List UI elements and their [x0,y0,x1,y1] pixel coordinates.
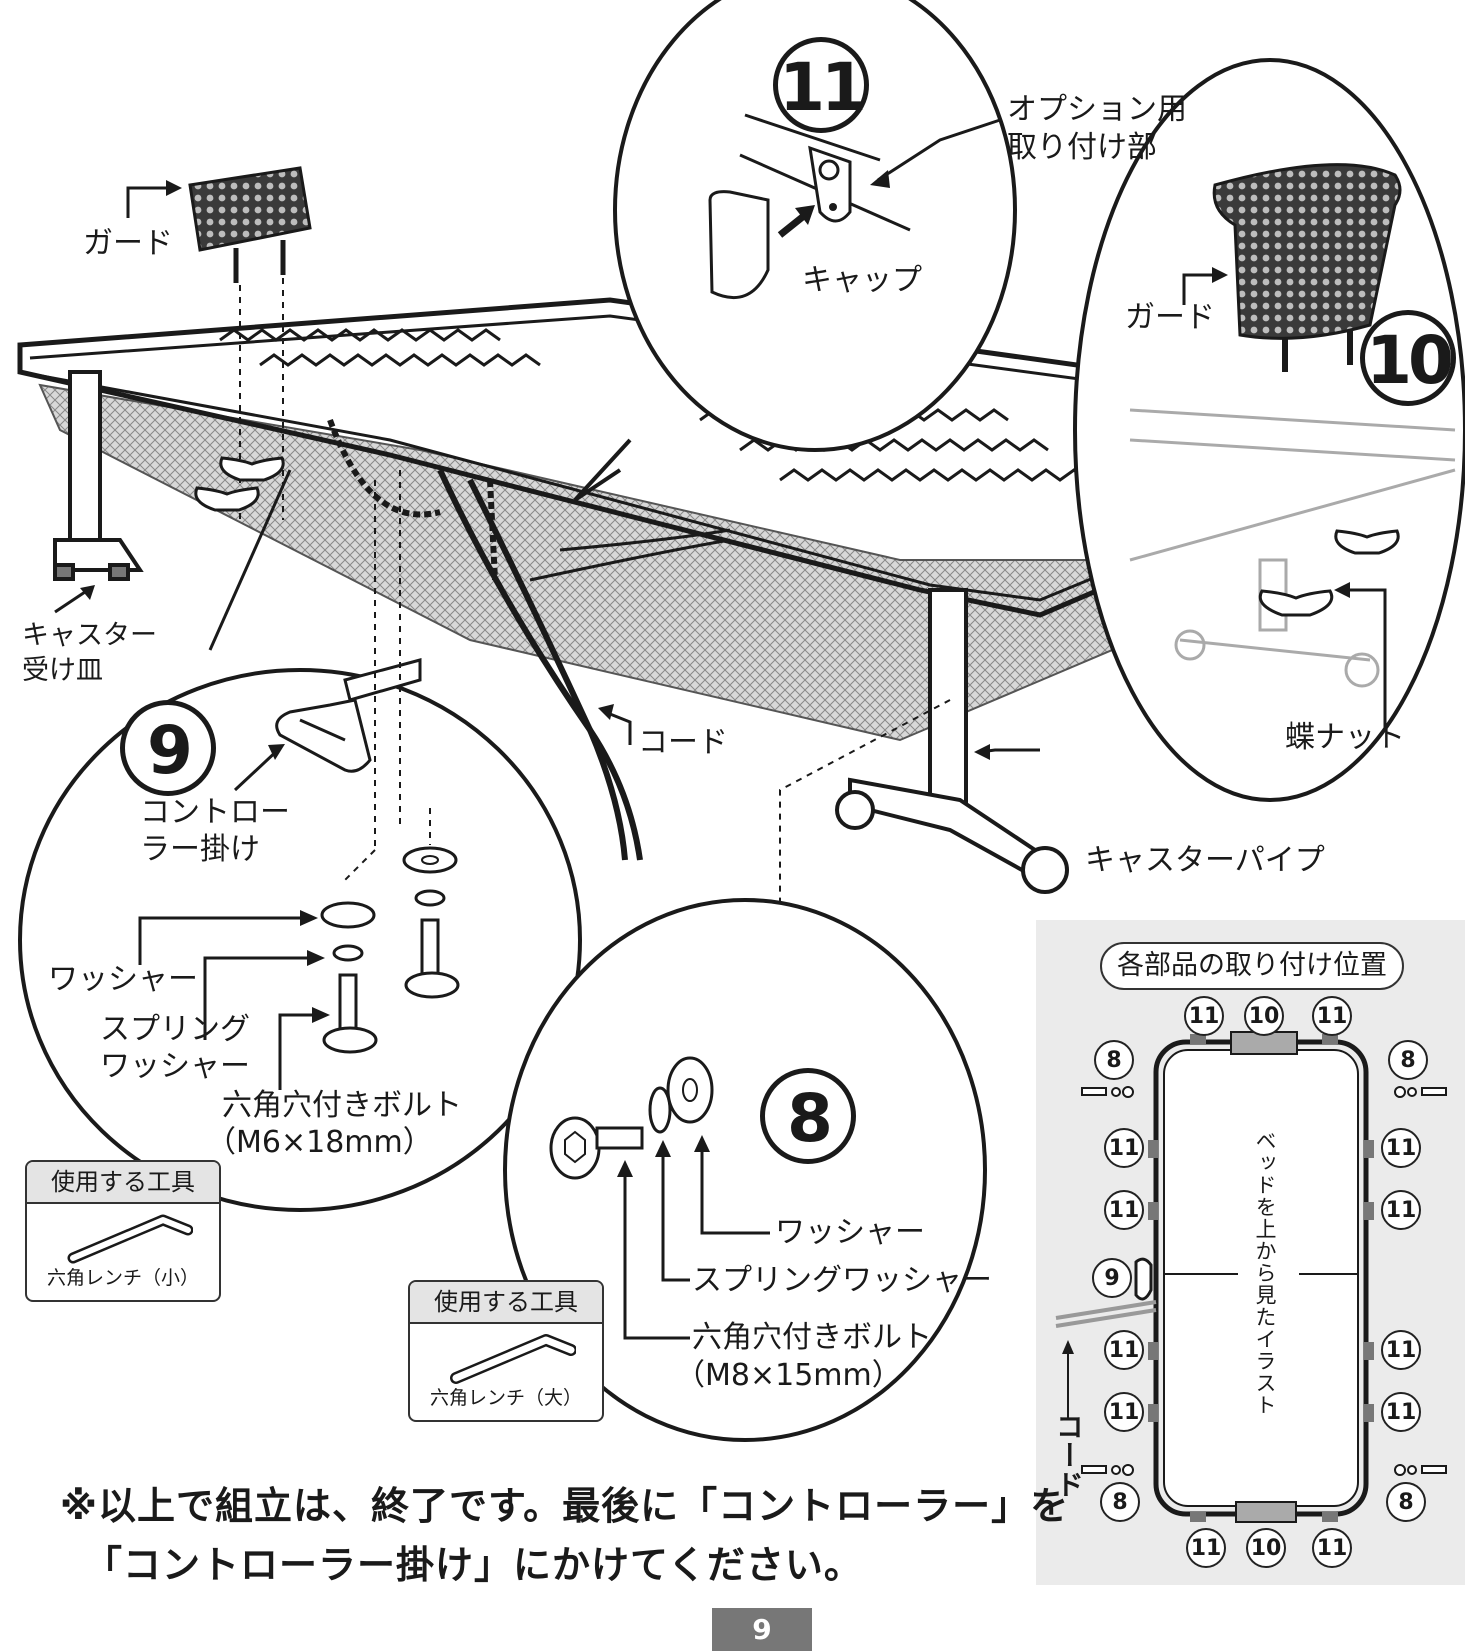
marker-bottom-right-11: 11 [1312,1528,1352,1568]
closing-note-line-2: 「コントローラー掛け」にかけてください。 [84,1542,863,1587]
guard-right-label: ガード [1125,300,1215,335]
marker-right-11-d: 11 [1381,1392,1421,1432]
step8-bolt-label-1: 六角穴付きボルト [692,1320,932,1355]
marker-left-8-top: 8 [1094,1040,1134,1080]
wing-nuts-left [194,456,285,512]
spring-slats [219,328,1089,482]
step9-bolt-label-1: 六角穴付きボルト [222,1088,462,1123]
closing-note-line-1: ※以上で組立は、終了です。最後に「コントローラー」を [60,1484,1070,1528]
marker-top-10: 10 [1244,996,1284,1036]
marker-left-11-a: 11 [1104,1128,1144,1168]
hex-wrench-large-icon [450,1334,576,1384]
step8-bolt-label-2: （M8×15mm） [675,1358,902,1393]
legs [53,370,1069,894]
tool-box-large-caption: 六角レンチ（大） [429,1387,582,1409]
option-mount-label-1: オプション用 [1007,92,1187,127]
step10-detail [1073,58,1465,802]
step9-spring-washer-label-2: ワッシャー [100,1049,250,1084]
step-10-badge: 10 [1360,310,1456,406]
chain-and-cord [327,418,731,861]
marker-left-8-bottom: 8 [1100,1482,1140,1522]
tool-box-small: 使用する工具 六角レンチ（小） [25,1160,221,1302]
step-8-badge: 8 [760,1068,856,1164]
marker-left-11-d: 11 [1104,1392,1144,1432]
step9-washer-label: ワッシャー [48,962,198,997]
step9-spring-washer-label-1: スプリング [100,1012,250,1047]
controller-hook-label-1: コントロー [140,795,290,830]
marker-top-left-11: 11 [1184,996,1224,1036]
step-11-badge: 11 [773,37,869,133]
marker-right-11-b: 11 [1381,1190,1421,1230]
marker-left-11-c: 11 [1104,1330,1144,1370]
step9-detail [18,469,582,1212]
closing-note: ※以上で組立は、終了です。最後に「コントローラー」を 「コントローラー掛け」にか… [60,1477,1069,1595]
cord-label: コード [638,725,728,760]
step9-bolt-label-2: （M6×18mm） [206,1125,433,1160]
marker-left-9: 9 [1092,1258,1132,1298]
tool-box-small-caption: 六角レンチ（小） [46,1267,199,1289]
marker-bottom-left-11: 11 [1186,1528,1226,1568]
step8-spring-washer-label: スプリングワッシャー [692,1263,992,1298]
top-view-caption: ベッドを上から見たイラスト [1253,1130,1277,1416]
controller-hook-label-2: ラー掛け [140,832,260,867]
marker-right-8-top: 8 [1388,1040,1428,1080]
marker-right-11-c: 11 [1381,1330,1421,1370]
cap-label: キャップ [802,263,922,298]
tool-box-large-title: 使用する工具 [410,1282,602,1324]
tool-box-small-title: 使用する工具 [27,1162,219,1204]
option-mount-label-2: 取り付け部 [1007,130,1157,165]
guard-left-part [188,166,312,525]
panel-cord-label: コード [1052,1412,1085,1499]
tool-box-large: 使用する工具 六角レンチ（大） [408,1280,604,1422]
bed-top-view [1055,1031,1447,1523]
step11-detail [573,0,1017,502]
caster-tray-label-1: キャスター [22,620,157,651]
marker-right-8-bottom: 8 [1386,1482,1426,1522]
hex-wrench-small-icon [67,1214,193,1264]
marker-top-right-11: 11 [1312,996,1352,1036]
marker-right-11-a: 11 [1381,1128,1421,1168]
wing-nut-label: 蝶ナット [1285,720,1405,755]
positions-panel: 各部品の取り付け位置 ベッドを上から見たイラスト コード 11 10 1 [1036,920,1465,1585]
step8-detail [503,699,987,1442]
caster-tray-label-2: 受け皿 [22,655,103,686]
marker-left-11-b: 11 [1104,1190,1144,1230]
positions-panel-title: 各部品の取り付け位置 [1100,942,1404,990]
marker-bottom-10: 10 [1246,1528,1286,1568]
caster-pipe-label: キャスターパイプ [1085,843,1325,878]
step8-washer-label: ワッシャー [775,1215,925,1250]
guard-left-label: ガード [83,226,173,261]
step-9-badge: 9 [120,700,216,796]
page-number: 9 [712,1608,812,1651]
